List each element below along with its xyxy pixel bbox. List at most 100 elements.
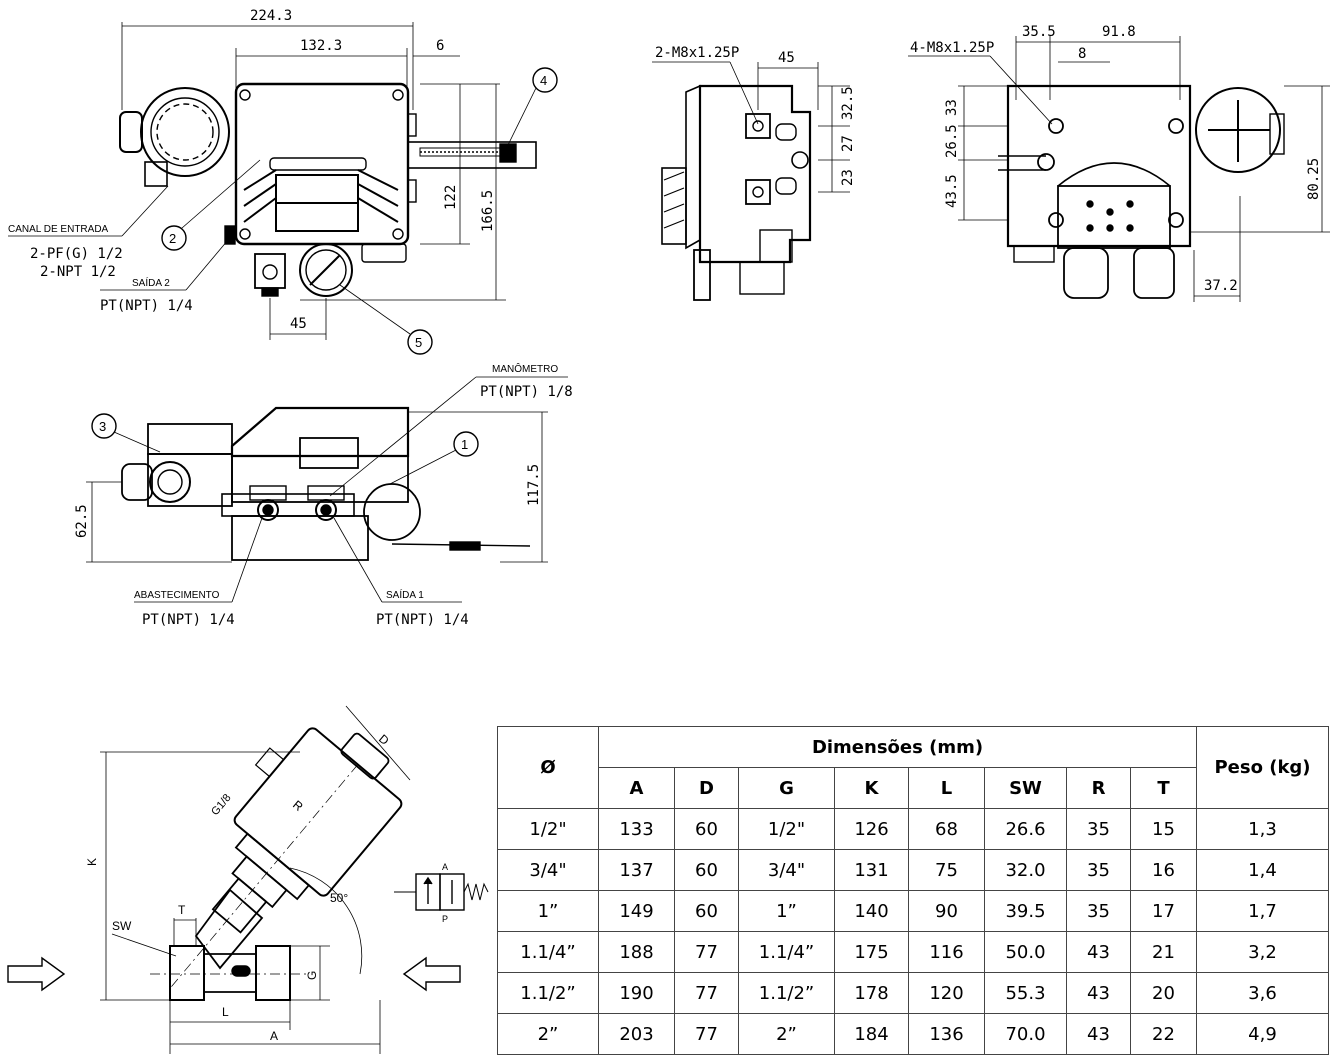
cell-D: 77: [674, 1013, 739, 1055]
dim-h2: 166.5: [480, 190, 496, 232]
symbol-A: A: [442, 862, 448, 872]
cell-R: 43: [1066, 1013, 1131, 1055]
dim-h1: 122: [443, 185, 459, 210]
header-weight: Peso (kg): [1196, 726, 1329, 809]
label-manometro: MANÔMETRO: [492, 362, 558, 375]
cell-D: 60: [674, 890, 739, 932]
callout-3: 3: [99, 419, 106, 434]
cell-L: 68: [908, 808, 985, 850]
label-abastecimento-spec: PT(NPT) 1/4: [142, 612, 235, 628]
cell-G: 1/2": [738, 808, 835, 850]
side-thread: 2-M8x1.25P: [655, 45, 739, 61]
valve-T: T: [178, 903, 186, 917]
dimensions-table: Ø Dimensões (mm) Peso (kg) A D G K L SW …: [497, 726, 1329, 1055]
cell-K: 175: [834, 931, 909, 973]
valve-A: A: [270, 1029, 278, 1043]
cell-diameter: 1.1/4”: [497, 931, 599, 973]
table-row: 3/4" 137 60 3/4" 131 75 32.0 35 16 1,4: [497, 849, 1329, 891]
cell-A: 203: [598, 1013, 675, 1055]
cell-R: 35: [1066, 890, 1131, 932]
side-v1: 32.5: [840, 86, 856, 120]
back-b: 91.8: [1102, 24, 1136, 40]
valve-angle: 50°: [330, 891, 348, 905]
cell-K: 184: [834, 1013, 909, 1055]
cell-A: 133: [598, 808, 675, 850]
label-manometro-spec: PT(NPT) 1/8: [480, 384, 573, 400]
cell-T: 22: [1130, 1013, 1197, 1055]
back-h: 80.25: [1306, 158, 1322, 200]
cell-peso: 1,4: [1196, 849, 1329, 891]
valve-R: R: [290, 798, 306, 815]
back-bottom: 37.2: [1204, 278, 1238, 294]
cell-SW: 32.0: [984, 849, 1067, 891]
cell-A: 190: [598, 972, 675, 1014]
side-v3: 23: [840, 169, 856, 186]
cell-R: 43: [1066, 931, 1131, 973]
cell-L: 90: [908, 890, 985, 932]
cell-L: 75: [908, 849, 985, 891]
table-row: 1/2" 133 60 1/2" 126 68 26.6 35 15 1,3: [497, 808, 1329, 850]
cell-K: 126: [834, 808, 909, 850]
dim-body: 132.3: [300, 38, 342, 54]
cell-diameter: 1”: [497, 890, 599, 932]
back-v1: 33: [944, 99, 960, 116]
back-v3: 43.5: [944, 174, 960, 208]
cell-L: 116: [908, 931, 985, 973]
cell-K: 140: [834, 890, 909, 932]
cell-D: 77: [674, 931, 739, 973]
cell-T: 16: [1130, 849, 1197, 891]
cell-peso: 1,3: [1196, 808, 1329, 850]
col-L: L: [908, 767, 985, 809]
cell-R: 35: [1066, 849, 1131, 891]
table-row: 1.1/4” 188 77 1.1/4” 175 116 50.0 43 21 …: [497, 931, 1329, 973]
col-G: G: [738, 767, 835, 809]
header-diameter: Ø: [497, 726, 599, 809]
back-c: 8: [1078, 46, 1086, 62]
back-thread: 4-M8x1.25P: [910, 40, 994, 56]
cell-SW: 55.3: [984, 972, 1067, 1014]
cell-G: 3/4": [738, 849, 835, 891]
bottom-left: 62.5: [74, 504, 90, 538]
cell-D: 77: [674, 972, 739, 1014]
cell-SW: 50.0: [984, 931, 1067, 973]
cell-R: 43: [1066, 972, 1131, 1014]
cell-peso: 3,6: [1196, 972, 1329, 1014]
label-saida2-spec: PT(NPT) 1/4: [100, 298, 193, 314]
side-w: 45: [778, 50, 795, 66]
cell-T: 17: [1130, 890, 1197, 932]
col-A: A: [598, 767, 675, 809]
valve-drawing: K L A T SW G 50° D R G1/8 A: [7, 705, 489, 1054]
cell-diameter: 1.1/2”: [497, 972, 599, 1014]
label-canal-spec2: 2-NPT 1/2: [40, 264, 116, 280]
label-canal: CANAL DE ENTRADA: [8, 224, 109, 235]
cell-SW: 70.0: [984, 1013, 1067, 1055]
cell-peso: 3,2: [1196, 931, 1329, 973]
col-R: R: [1066, 767, 1131, 809]
cell-diameter: 3/4": [497, 849, 599, 891]
cell-T: 20: [1130, 972, 1197, 1014]
positioner-side-view: 2-M8x1.25P 45 32.5 27 23: [652, 45, 856, 301]
table-row: 1” 149 60 1” 140 90 39.5 35 17 1,7: [497, 890, 1329, 932]
valve-G18: G1/8: [209, 792, 234, 818]
cell-R: 35: [1066, 808, 1131, 850]
positioner-bottom-view: 3 1 MANÔMETRO PT(NPT) 1/8 62.5 117.5 ABA…: [74, 362, 573, 628]
cell-T: 15: [1130, 808, 1197, 850]
valve-L: L: [222, 1005, 229, 1019]
dim-overall: 224.3: [250, 8, 292, 24]
col-D: D: [674, 767, 739, 809]
cell-G: 2”: [738, 1013, 835, 1055]
table-row: 2” 203 77 2” 184 136 70.0 43 22 4,9: [497, 1013, 1329, 1055]
valve-SW: SW: [112, 919, 132, 933]
symbol-P: P: [442, 914, 448, 924]
label-saida2: SAÍDA 2: [132, 276, 170, 289]
cell-G: 1.1/4”: [738, 931, 835, 973]
cell-K: 131: [834, 849, 909, 891]
cell-A: 188: [598, 931, 675, 973]
cell-D: 60: [674, 849, 739, 891]
dim-offset: 6: [436, 38, 444, 54]
bottom-right: 117.5: [526, 464, 542, 506]
callout-1: 1: [461, 437, 468, 452]
col-SW: SW: [984, 767, 1067, 809]
positioner-front-view: 224.3 132.3 6: [8, 8, 558, 355]
cell-A: 149: [598, 890, 675, 932]
